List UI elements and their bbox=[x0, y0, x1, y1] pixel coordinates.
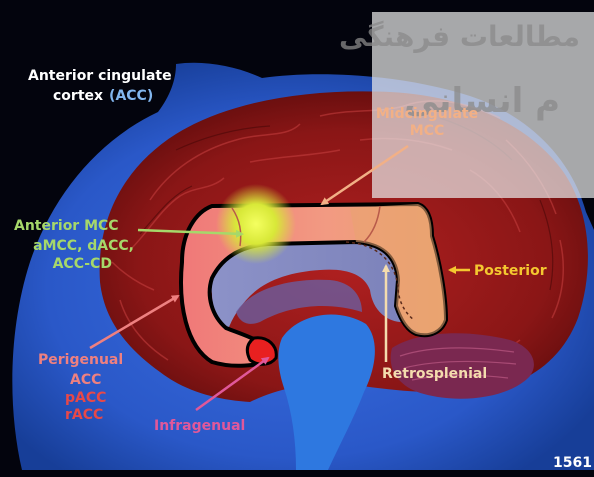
retrosplenial-label: Retrosplenial bbox=[382, 366, 487, 382]
watermark-line1: مطالعات فرهنگی bbox=[339, 20, 580, 53]
mcc-label: MCC bbox=[410, 123, 444, 139]
perigenual-acc: ACC bbox=[70, 372, 101, 388]
midcingulate-label: Midcingulate bbox=[376, 106, 478, 122]
infragenual-label: Infragenual bbox=[154, 418, 245, 434]
anterior-mcc-glow bbox=[216, 184, 296, 264]
title-abbr: (ACC) bbox=[109, 88, 153, 104]
perigenual-racc: rACC bbox=[65, 407, 103, 423]
page-number: 1561 bbox=[553, 455, 592, 471]
perigenual-pacc: pACC bbox=[65, 390, 106, 406]
anterior-mcc-label: Anterior MCC bbox=[14, 218, 119, 234]
perigenual-label: Perigenual bbox=[38, 352, 123, 368]
anterior-mcc-sub2: ACC-CD bbox=[53, 256, 112, 272]
title-line1: Anterior cingulate bbox=[28, 68, 172, 84]
title-line2-text: cortex bbox=[53, 88, 103, 104]
anterior-mcc-sub1: aMCC, dACC, bbox=[33, 238, 134, 254]
watermark: مطالعات فرهنگی م انسانی bbox=[339, 12, 594, 198]
infragenual-region bbox=[247, 338, 276, 365]
posterior-label: Posterior bbox=[474, 263, 547, 279]
